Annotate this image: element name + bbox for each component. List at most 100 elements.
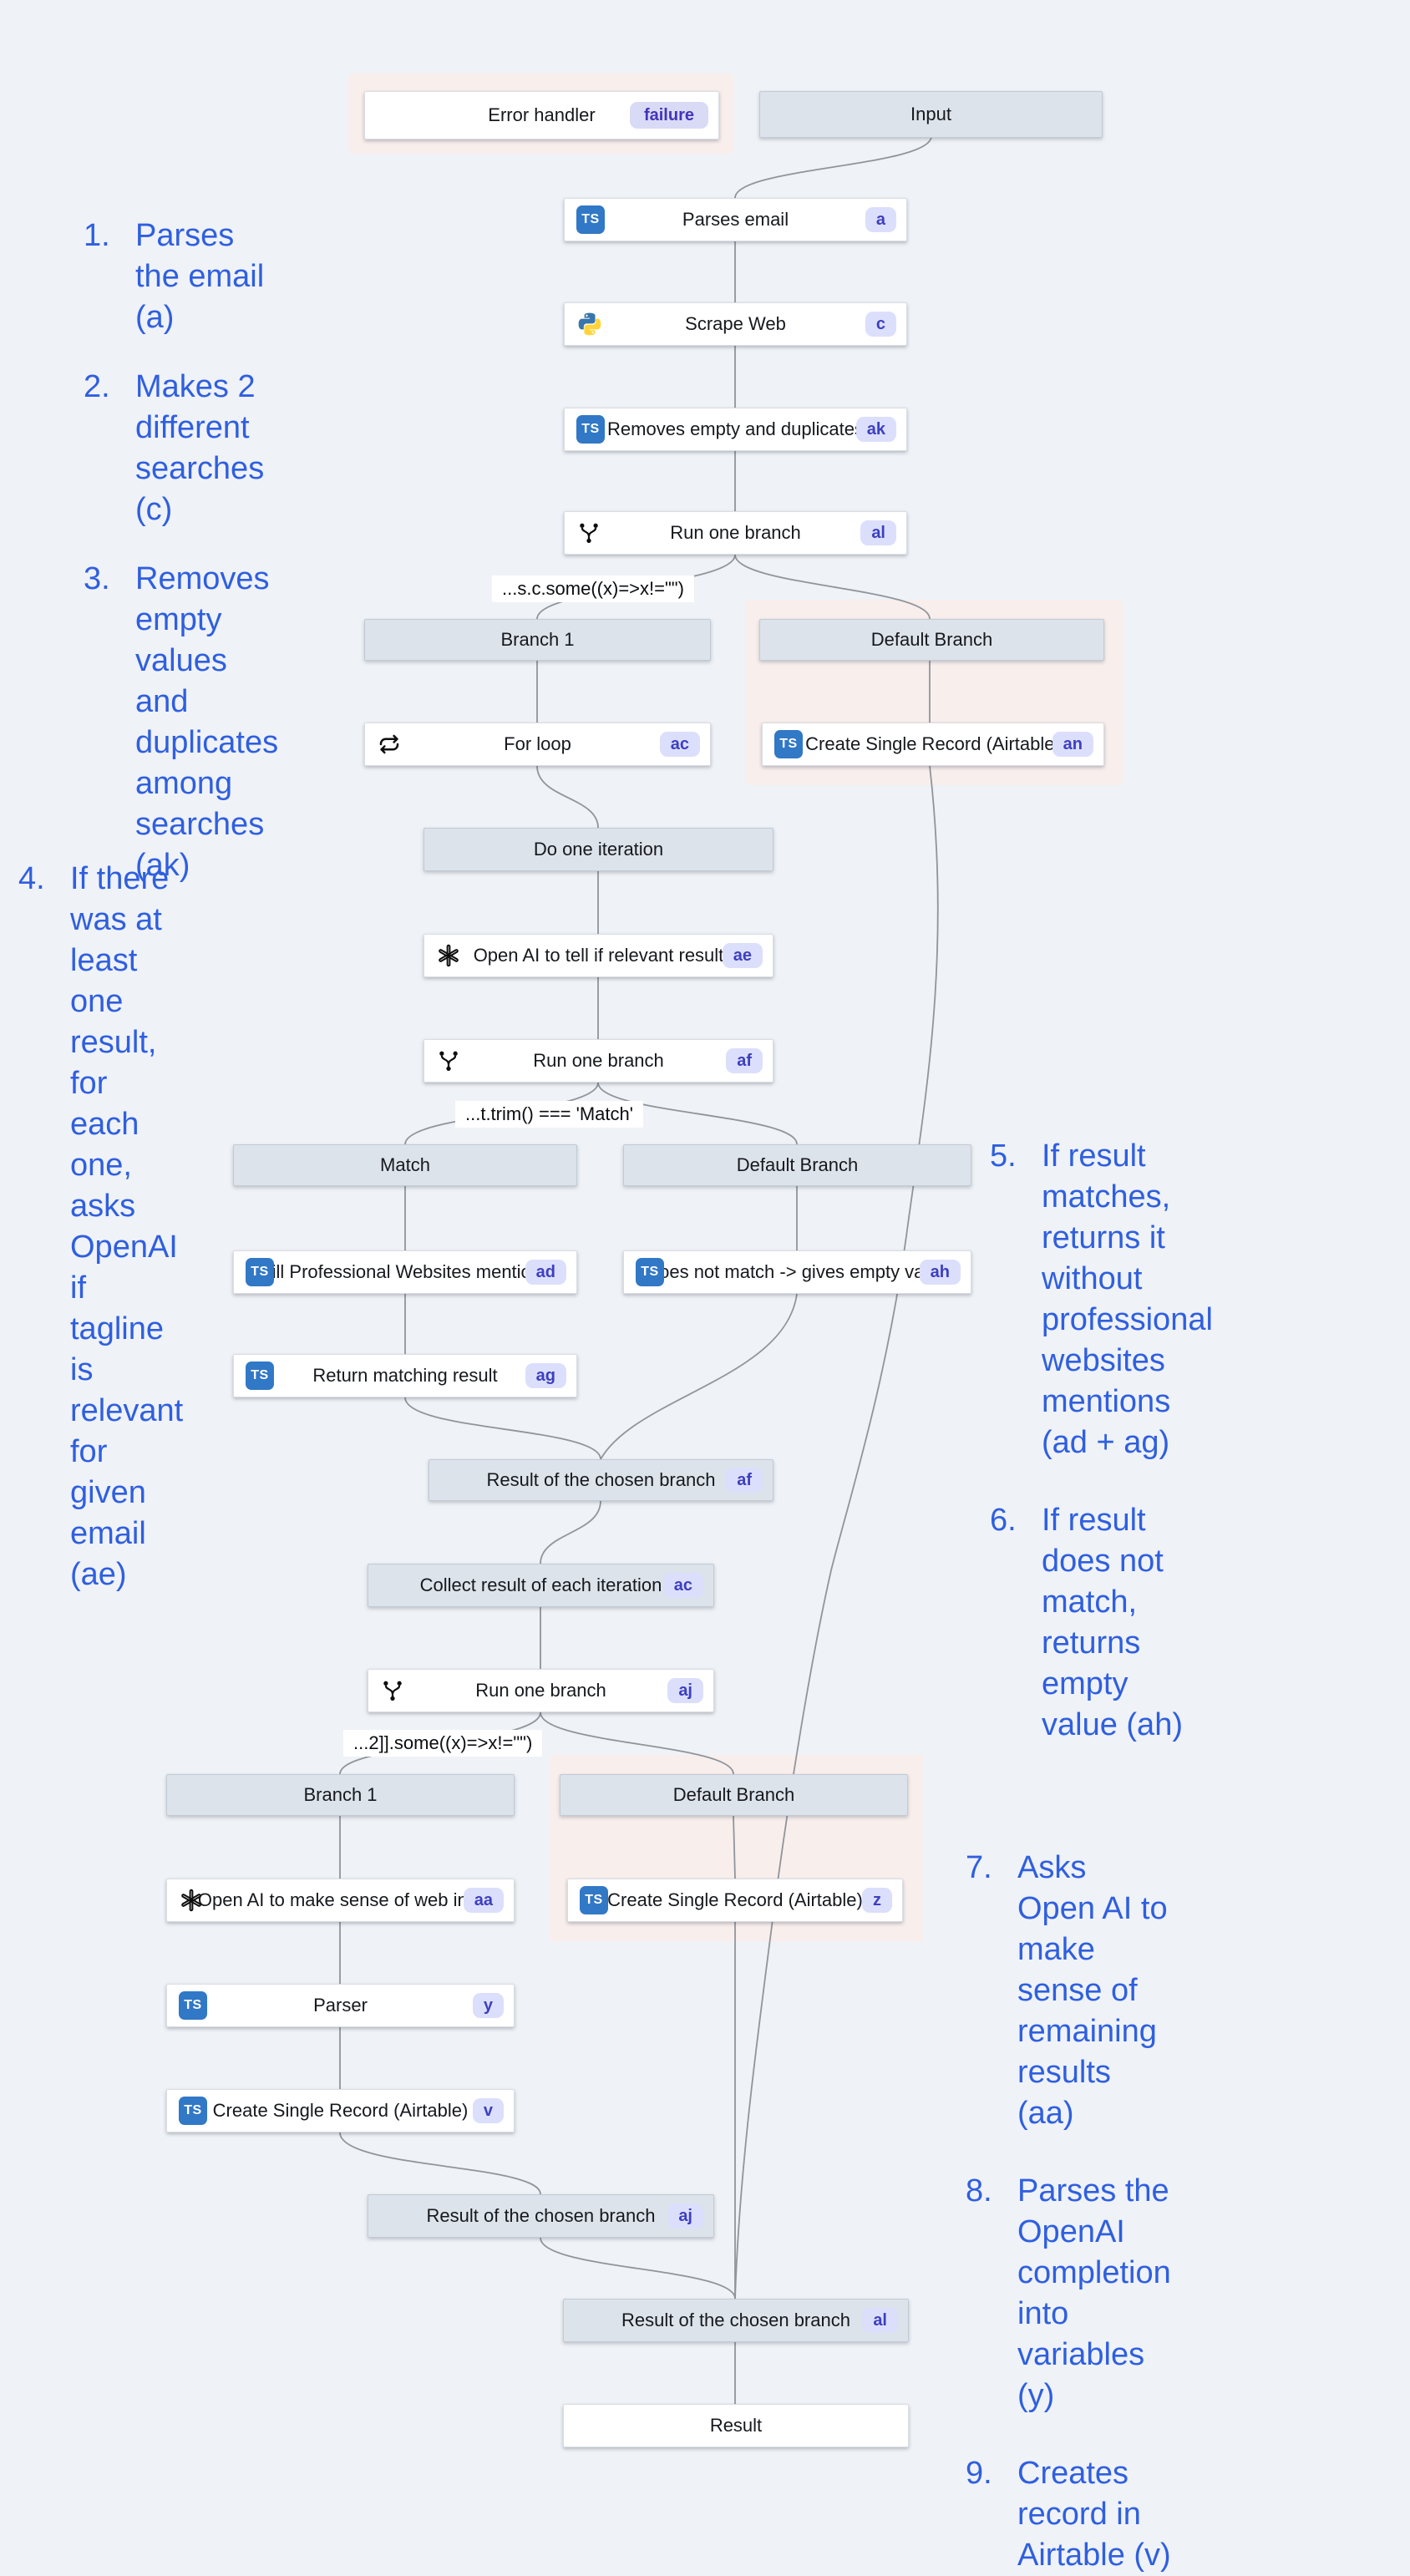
node-label: Collect result of each iteration bbox=[419, 1575, 662, 1595]
node-label: For loop bbox=[504, 733, 571, 754]
node-code-badge: al bbox=[860, 520, 896, 545]
node-code-badge: aj bbox=[667, 2203, 703, 2229]
edge-connector bbox=[540, 1500, 601, 1564]
node-default-branch-2b[interactable]: Default Branch bbox=[560, 1774, 908, 1816]
annotation-number: 3. bbox=[84, 561, 110, 596]
annotation-item: 1. Parses the email (a) bbox=[84, 216, 278, 338]
node-label: Result of the chosen branch bbox=[621, 2310, 850, 2330]
edge-connector bbox=[540, 2237, 736, 2300]
node-label: Do one iteration bbox=[533, 839, 664, 860]
node-default-branch-2[interactable]: Default Branch bbox=[623, 1144, 971, 1186]
branch-icon bbox=[576, 520, 601, 545]
node-label: Removes empty and duplicates bbox=[607, 418, 864, 439]
node-label: Branch 1 bbox=[500, 629, 575, 650]
edge-connector bbox=[734, 135, 932, 199]
annotation-item: 2. Makes 2 different searches (c) bbox=[84, 367, 278, 530]
edge-connector bbox=[536, 765, 599, 829]
node-code-badge: a bbox=[865, 207, 896, 232]
edge-condition-label-cond-some-1: ...s.c.some((x)=>x!="") bbox=[492, 576, 694, 602]
node-label: Result of the chosen branch bbox=[486, 1469, 716, 1490]
node-label: Parser bbox=[313, 1995, 368, 2016]
node-label: Default Branch bbox=[672, 1784, 795, 1805]
node-code-badge: ag bbox=[525, 1363, 566, 1388]
node-branch-1b[interactable]: Branch 1 bbox=[166, 1774, 515, 1816]
edge-connector bbox=[734, 765, 939, 2300]
annotation-number: 7. bbox=[966, 1850, 992, 1885]
node-code-badge: aa bbox=[463, 1888, 504, 1913]
typescript-icon: TS bbox=[636, 1258, 664, 1286]
node-do-one-iteration[interactable]: Do one iteration bbox=[424, 828, 773, 871]
node-for-loop[interactable]: For loop ac bbox=[364, 723, 711, 766]
annotation-item: 9. Creates record in Airtable (v) bbox=[966, 2453, 1171, 2576]
node-match[interactable]: Match bbox=[233, 1144, 577, 1186]
annotation-group-step-4: 4. If there was at least one result, for … bbox=[18, 859, 183, 1595]
annotation-number: 6. bbox=[990, 1503, 1017, 1538]
edge-connector bbox=[404, 1397, 601, 1460]
annotation-number: 5. bbox=[990, 1138, 1017, 1174]
node-result[interactable]: Result bbox=[563, 2404, 909, 2447]
typescript-icon: TS bbox=[246, 1362, 274, 1390]
node-code-badge: ac bbox=[659, 732, 700, 757]
annotation-group-steps-5-6: 5. If result matches, returns it without … bbox=[990, 1136, 1213, 1746]
annotation-text: If there was at least one result, for ea… bbox=[70, 861, 184, 1592]
node-code-badge: y bbox=[472, 1993, 504, 2018]
node-code-badge: ak bbox=[855, 417, 896, 442]
annotation-text: Creates record in Airtable (v) bbox=[1017, 2456, 1171, 2573]
annotation-text: Makes 2 different searches (c) bbox=[135, 369, 265, 527]
edge-connector bbox=[600, 1293, 798, 1460]
annotation-number: 4. bbox=[18, 861, 45, 896]
node-parser-y[interactable]: TS Parser y bbox=[166, 1984, 515, 2027]
node-label: Return matching result bbox=[312, 1365, 498, 1386]
node-branch-1[interactable]: Branch 1 bbox=[364, 619, 711, 661]
typescript-icon: TS bbox=[179, 1991, 207, 2020]
python-icon bbox=[576, 311, 603, 337]
node-label: Result of the chosen branch bbox=[426, 2205, 656, 2226]
node-label: Kill Professional Websites mentions bbox=[259, 1261, 551, 1282]
annotation-text: Parses the email (a) bbox=[135, 218, 265, 335]
annotation-number: 1. bbox=[84, 218, 110, 253]
node-input[interactable]: Input bbox=[759, 91, 1103, 138]
node-label: Create Single Record (Airtable) bbox=[607, 1889, 863, 1910]
node-label: Open AI to tell if relevant result bbox=[473, 945, 724, 966]
annotation-number: 9. bbox=[966, 2456, 992, 2491]
node-label: Error handler bbox=[488, 104, 596, 125]
typescript-icon: TS bbox=[580, 1886, 608, 1914]
typescript-icon: TS bbox=[246, 1258, 274, 1286]
node-default-branch[interactable]: Default Branch bbox=[759, 619, 1104, 661]
annotation-item: 8.Parses the OpenAI completion into vari… bbox=[966, 2171, 1171, 2416]
typescript-icon: TS bbox=[179, 2097, 207, 2125]
annotation-number: 2. bbox=[84, 369, 110, 404]
node-result-chosen-aj[interactable]: Result of the chosen branch aj bbox=[368, 2194, 714, 2238]
annotation-group-steps-1-3: 1. Parses the email (a) 2. Makes 2 differen… bbox=[84, 216, 278, 886]
annotation-group-steps-7-9: 7.Asks Open AI to make sense of remainin… bbox=[966, 1848, 1171, 2576]
annotation-item: 3. Removes empty values and duplicates am… bbox=[84, 559, 278, 886]
node-return-matching-ag[interactable]: TS Return matching result ag bbox=[233, 1354, 577, 1397]
typescript-icon: TS bbox=[576, 415, 605, 444]
annotation-text: Removes empty values and duplicates amon… bbox=[135, 561, 279, 883]
node-code-badge: af bbox=[726, 1048, 763, 1073]
node-code-badge: aj bbox=[667, 1678, 703, 1703]
annotation-text: If result matches, returns it without pr… bbox=[1042, 1138, 1213, 1460]
annotation-text: Parses the OpenAI completion into variab… bbox=[1017, 2173, 1171, 2413]
annotation-item: 5. If result matches, returns it without … bbox=[990, 1136, 1213, 1463]
node-label: Does not match -> gives empty value bbox=[646, 1261, 949, 1282]
annotation-item: 4. If there was at least one result, for … bbox=[18, 859, 183, 1595]
node-label: Create Single Record (Airtable) bbox=[212, 2100, 469, 2121]
